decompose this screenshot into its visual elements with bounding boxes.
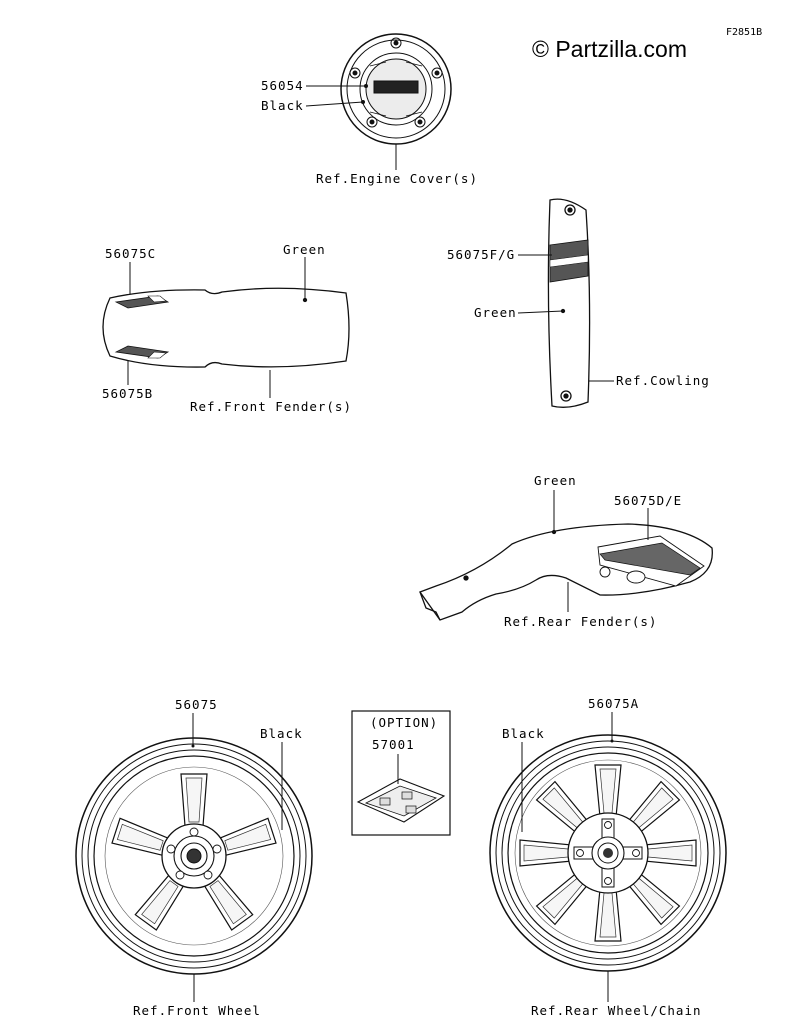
front-wheel-color-label: Black [260,726,303,741]
cowling-ref-label: Ref.Cowling [616,373,710,388]
watermark: © Partzilla.com [532,36,687,62]
cowling [547,198,591,408]
option-title-label: (OPTION) [370,715,439,730]
rear-fender-ref-label: Ref.Rear Fender(s) [504,614,658,629]
front-fender-top-part-label: 56075C [105,246,157,261]
rear-fender [418,523,713,621]
front-wheel [75,737,313,975]
cowling-color-label: Green [474,305,517,320]
rear-fender-leader-lines [553,490,649,612]
cowling-leader-lines [517,254,614,382]
front-fender-leader-lines [127,257,306,398]
front-fender-color-label: Green [283,242,326,257]
rear-fender-color-label: Green [534,473,577,488]
option-part-label: 57001 [372,737,415,752]
rear-wheel-part-label: 56075A [588,696,640,711]
rear-wheel [489,734,727,972]
engine-cover-color-label: Black [261,98,304,113]
engine-cover-ref-label: Ref.Engine Cover(s) [316,171,478,186]
front-wheel-part-label: 56075 [175,697,218,712]
engine-cover-part-label: 56054 [261,78,304,93]
rear-wheel-color-label: Black [502,726,545,741]
engine-cover [340,33,452,145]
rear-wheel-ref-label: Ref.Rear Wheel/Chain [531,1003,702,1018]
cowling-part-label: 56075F/G [447,247,516,262]
front-fender [102,287,350,368]
figure-code: F2851B [726,27,763,38]
rear-wheel-leader-lines [521,712,613,1002]
front-wheel-leader-lines [192,713,283,1002]
option-box [351,710,451,836]
engine-cover-leader-lines [305,84,397,170]
front-fender-ref-label: Ref.Front Fender(s) [190,399,352,414]
rear-fender-part-label: 56075D/E [614,493,683,508]
front-fender-bottom-part-label: 56075B [102,386,154,401]
front-wheel-ref-label: Ref.Front Wheel [133,1003,261,1018]
